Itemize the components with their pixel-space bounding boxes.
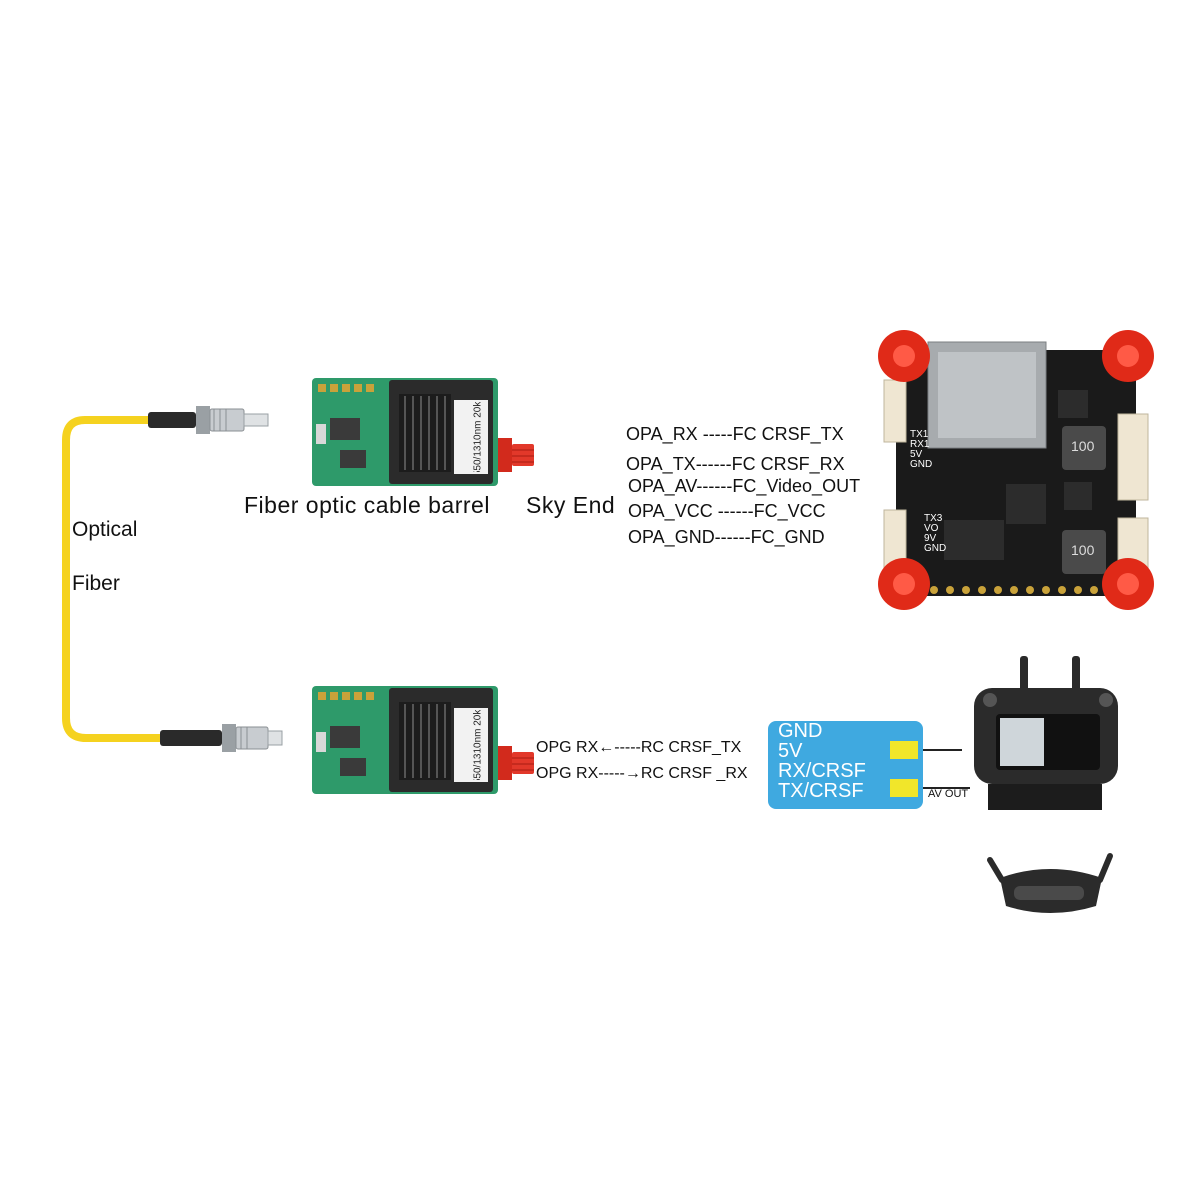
pin-gnd: GND <box>778 720 823 742</box>
optical-label: Optical <box>72 518 138 541</box>
fc-mapping-av: OPA_AV------FC_Video_OUT <box>628 476 861 496</box>
flight-controller-board <box>878 330 1154 610</box>
top-fiber-connector <box>148 406 269 434</box>
fpv-goggles <box>987 853 1113 913</box>
rc-mapping-tx: OPG RX←-----RC CRSF_TX <box>536 739 742 756</box>
fc-mapping-gnd: OPA_GND------FC_GND <box>628 527 825 547</box>
sky-fiber-module <box>312 378 534 486</box>
fc-pad: RX1 <box>910 439 930 450</box>
fc-pad: VO <box>924 523 939 534</box>
fc-pad: TX1 <box>910 429 929 440</box>
sky-end-caption: Sky End <box>526 492 616 518</box>
rc-mapping-rx: OPG RX-----→RC CRSF _RX <box>536 765 748 782</box>
inductor-label-bottom: 100 <box>1071 542 1095 558</box>
fc-pad: TX3 <box>924 513 943 524</box>
fc-pads-top: TX1 RX1 5V GND <box>910 430 932 470</box>
fc-pad: 5V <box>910 449 923 460</box>
pin-5v: 5V <box>778 740 803 762</box>
av-out-label: AV OUT <box>928 788 969 800</box>
inductor-label-top: 100 <box>1071 438 1095 454</box>
sky-module-sticker: 1550/1310nm 20km <box>456 402 486 472</box>
fc-mapping-tx: OPA_TX------FC CRSF_RX <box>626 454 845 474</box>
bottom-fiber-connector <box>160 724 283 752</box>
fc-pad: GND <box>924 543 947 554</box>
fc-mapping-vcc: OPA_VCC ------FC_VCC <box>628 501 826 521</box>
optical-fiber-cable <box>62 416 164 742</box>
pin-tag-bottom <box>890 779 918 797</box>
ground-fiber-module <box>312 686 534 794</box>
pin-box-wires <box>920 749 970 789</box>
remote-controller <box>974 656 1118 810</box>
sticker-line-1: 1550/1310nm 20km <box>472 710 484 780</box>
pin-rx-crsf: RX/CRSF <box>778 760 866 782</box>
ground-module-sticker: 1550/1310nm 20km <box>456 710 486 780</box>
fc-pads-bottom: TX3 VO 9V GND <box>924 514 946 554</box>
fc-pad: GND <box>910 459 933 470</box>
sticker-line-1: 1550/1310nm 20km <box>472 402 484 472</box>
pin-tx-crsf: TX/CRSF <box>778 780 864 802</box>
pin-tag-top <box>890 741 918 759</box>
remote-pin-box: GND 5V RX/CRSF TX/CRSF <box>768 721 923 809</box>
fiber-label: Fiber <box>72 572 120 595</box>
fc-mapping-rx: OPA_RX -----FC CRSF_TX <box>626 424 844 444</box>
fc-pad: 9V <box>924 533 937 544</box>
barrel-caption: Fiber optic cable barrel <box>244 492 490 518</box>
